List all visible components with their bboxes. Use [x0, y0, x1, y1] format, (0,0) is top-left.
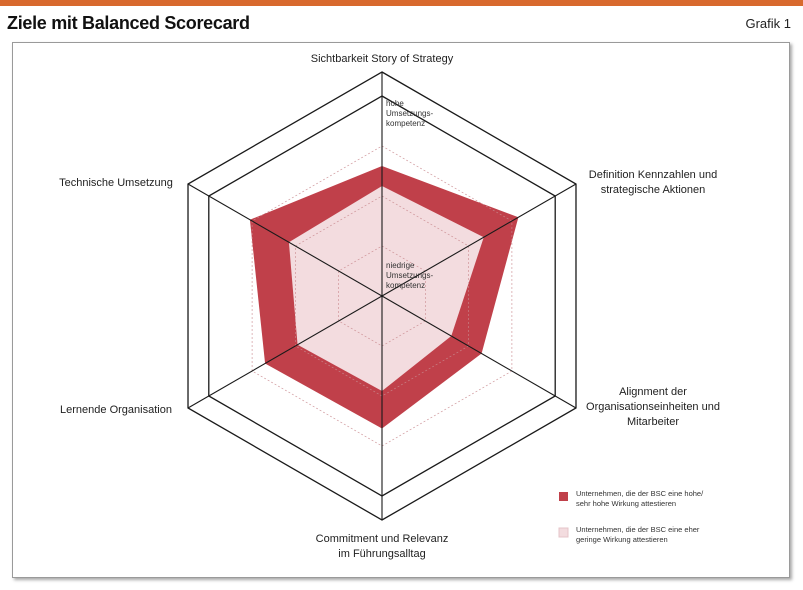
radar-chart: Sichtbarkeit Story of StrategyDefinition…	[59, 53, 720, 560]
axis-label-4: Lernende Organisation	[60, 404, 172, 416]
grid-spoke-5	[187, 183, 383, 297]
axis-label-3: Commitment und Relevanz im Führungsalltag	[316, 533, 449, 560]
annotation-line: Umsetzungs-	[386, 109, 433, 118]
axis-label-line: strategische Aktionen	[601, 184, 706, 196]
legend-label-line: Unternehmen, die der BSC eine eher	[576, 525, 700, 534]
annotation-line: hohe	[386, 99, 404, 108]
axis-label-line: Organisationseinheiten und	[586, 401, 720, 413]
annotation-line: niedrige	[386, 261, 415, 270]
top-accent-rule	[0, 0, 803, 6]
figure-label: Grafik 1	[745, 16, 791, 31]
annotation-line: Umsetzungs-	[386, 271, 433, 280]
axis-label-line: Sichtbarkeit Story of Strategy	[311, 53, 454, 65]
axis-label-line: Lernende Organisation	[60, 404, 172, 416]
axis-label-0: Sichtbarkeit Story of Strategy	[311, 53, 454, 65]
axis-label-1: Definition Kennzahlen und strategische Ak…	[589, 169, 717, 196]
legend-label-line: sehr hohe Wirkung attestieren	[576, 499, 676, 508]
grid-spoke-2	[381, 295, 577, 409]
legend-label-0: Unternehmen, die der BSC eine hohe/sehr …	[576, 489, 704, 508]
axis-label-line: Alignment der	[619, 386, 687, 398]
axis-label-line: Definition Kennzahlen und	[589, 169, 717, 181]
grid-spoke-1	[381, 183, 577, 297]
axis-label-5: Technische Umsetzung	[59, 177, 173, 189]
legend-swatch-0	[559, 492, 568, 501]
axis-label-line: im Führungsalltag	[338, 548, 425, 560]
axis-label-line: Technische Umsetzung	[59, 177, 173, 189]
legend-label-line: geringe Wirkung attestieren	[576, 535, 668, 544]
legend-label-line: Unternehmen, die der BSC eine hohe/	[576, 489, 704, 498]
axis-label-line: Commitment und Relevanz	[316, 533, 449, 545]
legend-swatch-1	[558, 527, 569, 538]
grid-spoke-4	[187, 295, 383, 409]
series-area-1	[288, 186, 484, 391]
annotation-line: kompetenz	[386, 281, 425, 290]
axis-label-line: Mitarbeiter	[627, 416, 679, 428]
page-title: Ziele mit Balanced Scorecard	[7, 13, 250, 33]
annotation-line: kompetenz	[386, 119, 425, 128]
